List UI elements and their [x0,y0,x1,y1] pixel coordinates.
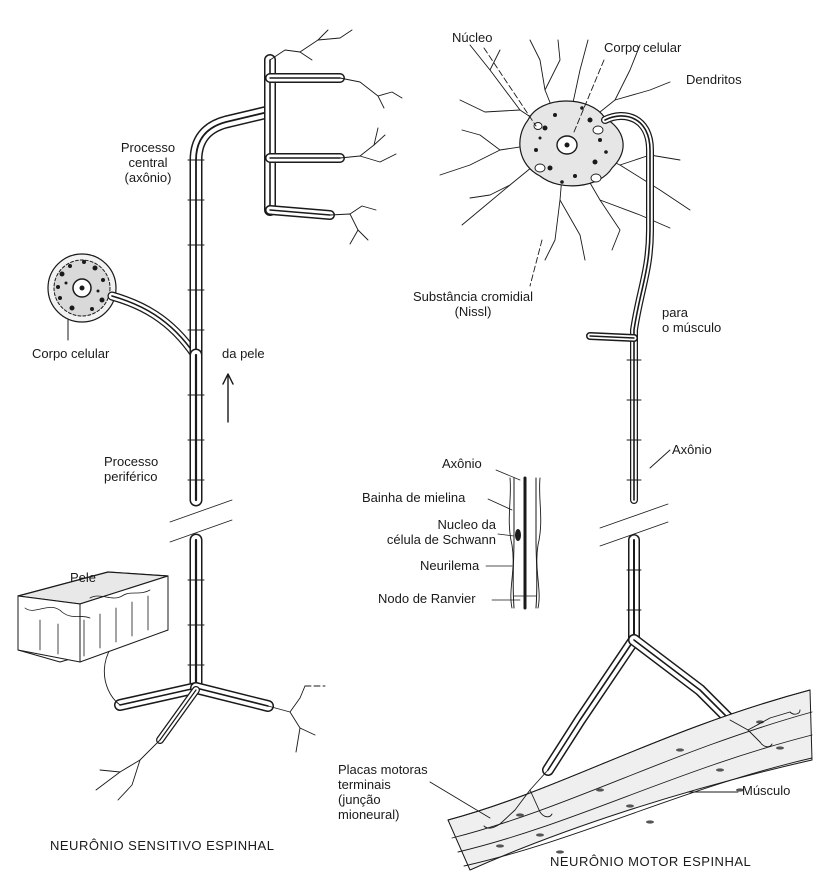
to-muscle-label: para o músculo [662,305,721,335]
dendrites-label: Dendritos [686,72,742,87]
endplates-label: Placas motoras terminais (junção mioneur… [338,762,428,822]
detail-axon-label: Axônio [442,456,482,471]
neurilemma-label: Neurilema [420,558,479,573]
sensory-cell-body-label: Corpo celular [32,346,109,361]
central-process-axon [196,112,268,355]
ranvier-node-label: Nodo de Ranvier [378,591,476,606]
sensory-neuron-caption: NEURÔNIO SENSITIVO ESPINHAL [50,838,274,853]
muscle-label: Músculo [742,783,790,798]
sensory-cell-body [48,254,116,340]
skin-label: Pele [70,570,96,585]
central-process-label: Processo central (axônio) [108,140,188,185]
nissl-label: Substância cromidial (Nissl) [402,289,544,319]
myelin-label: Bainha de mielina [362,490,465,505]
nucleus-label: Núcleo [452,30,492,45]
motor-axon-label: Axônio [672,442,712,457]
sensory-neuron [18,30,402,800]
motor-neuron-caption: NEURÔNIO MOTOR ESPINHAL [550,854,751,869]
motor-axon [605,116,650,500]
motor-neuron [430,40,812,870]
schwann-nucleus-label: Nucleo da célula de Schwann [370,517,496,547]
muscle-fibers [448,690,812,870]
skin-block [18,572,168,662]
peripheral-process-label: Processo periférico [104,454,158,484]
motor-cell-body-label: Corpo celular [604,40,681,55]
motor-cell-body [520,101,623,186]
from-skin-label: da pele [222,346,265,361]
